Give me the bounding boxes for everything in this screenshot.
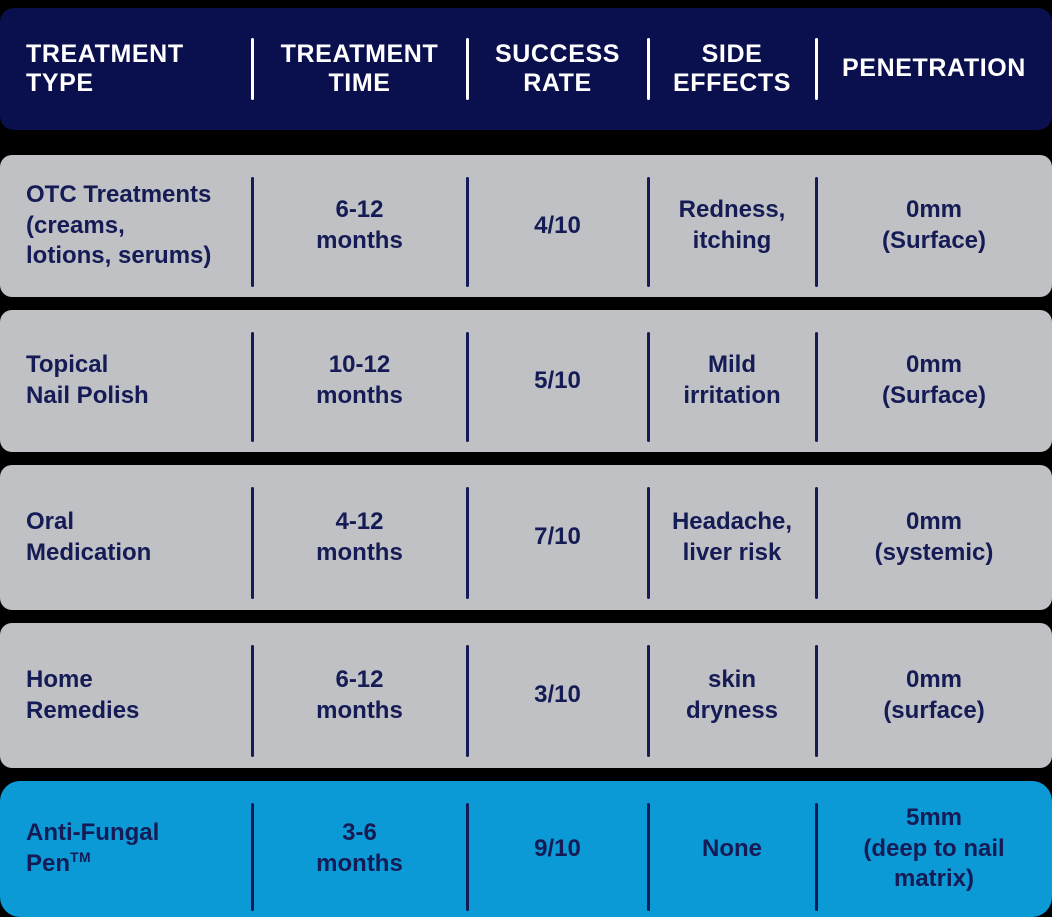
column-header-treatment-type: TREATMENT TYPE (0, 8, 252, 130)
column-header-treatment-time: TREATMENT TIME (252, 8, 467, 130)
row-divider-3 (647, 177, 650, 287)
cell-penetration-text: 5mm (deep to nail matrix) (863, 803, 1005, 893)
cell-success-rate-text: 5/10 (534, 366, 581, 394)
cell-treatment-time-text: 4-12 months (316, 507, 403, 566)
table-row[interactable]: Topical Nail Polish 10-12 months 5/10 Mi… (0, 310, 1052, 452)
cell-side-effects-text: None (702, 834, 762, 862)
cell-success-rate-text: 7/10 (534, 523, 581, 551)
header-divider-3 (647, 38, 650, 100)
cell-penetration-text: 0mm (systemic) (874, 507, 994, 566)
cell-penetration-text: 0mm (Surface) (881, 196, 987, 254)
row-divider-2 (466, 177, 469, 287)
cell-treatment-time: 6-12 months (252, 155, 467, 297)
cell-treatment-type: Topical Nail Polish (0, 310, 252, 452)
header-divider-2 (466, 38, 469, 100)
header-divider-1 (251, 38, 254, 100)
cell-treatment-type-text: OTC Treatments (creams, lotions, serums) (26, 180, 212, 270)
cell-success-rate: 5/10 (467, 310, 648, 452)
cell-treatment-time-text: 6-12 months (316, 196, 403, 254)
row-divider-4 (815, 803, 818, 911)
column-header-penetration-label: PENETRATION (842, 54, 1026, 83)
cell-treatment-time: 6-12 months (252, 623, 467, 768)
cell-penetration: 0mm (Surface) (816, 310, 1052, 452)
cell-side-effects: skin dryness (648, 623, 816, 768)
cell-treatment-type: Home Remedies (0, 623, 252, 768)
row-divider-3 (647, 645, 650, 757)
cell-success-rate: 9/10 (467, 781, 648, 917)
cell-penetration: 0mm (systemic) (816, 465, 1052, 610)
cell-success-rate: 4/10 (467, 155, 648, 297)
cell-success-rate-text: 9/10 (534, 834, 581, 862)
cell-treatment-type: Oral Medication (0, 465, 252, 610)
cell-treatment-type: OTC Treatments (creams, lotions, serums) (0, 155, 252, 297)
row-divider-3 (647, 487, 650, 599)
cell-penetration-text: 0mm (Surface) (881, 351, 987, 409)
row-divider-2 (466, 803, 469, 911)
row-divider-1 (251, 177, 254, 287)
cell-side-effects: Mild irritation (648, 310, 816, 452)
row-divider-3 (647, 803, 650, 911)
column-header-penetration: PENETRATION (816, 8, 1052, 130)
cell-success-rate-text: 3/10 (534, 681, 581, 709)
cell-side-effects-text: Redness, itching (678, 196, 786, 254)
column-header-side-effects-label: SIDE EFFECTS (672, 39, 792, 98)
row-divider-2 (466, 487, 469, 599)
row-divider-2 (466, 332, 469, 442)
cell-side-effects-text: skin dryness (685, 665, 779, 724)
cell-treatment-time: 4-12 months (252, 465, 467, 610)
cell-treatment-time-text: 10-12 months (316, 351, 403, 409)
cell-success-rate: 7/10 (467, 465, 648, 610)
row-divider-2 (466, 645, 469, 757)
table-row[interactable]: Oral Medication 4-12 months 7/10 Headach… (0, 465, 1052, 610)
row-divider-1 (251, 803, 254, 911)
column-header-success-rate-label: SUCCESS RATE (494, 39, 621, 98)
row-divider-1 (251, 645, 254, 757)
cell-treatment-time: 3-6 months (252, 781, 467, 917)
header-divider-4 (815, 38, 818, 100)
trademark-symbol: TM (70, 849, 92, 865)
cell-treatment-type-text: Oral Medication (26, 507, 152, 566)
column-header-success-rate: SUCCESS RATE (467, 8, 648, 130)
cell-side-effects: Redness, itching (648, 155, 816, 297)
cell-treatment-type-text: Anti-Fungal PenTM (26, 818, 159, 879)
table-header-row: TREATMENT TYPE TREATMENT TIME SUCCESS RA… (0, 8, 1052, 130)
cell-side-effects: Headache, liver risk (648, 465, 816, 610)
cell-penetration: 0mm (surface) (816, 623, 1052, 768)
cell-treatment-time: 10-12 months (252, 310, 467, 452)
row-divider-1 (251, 487, 254, 599)
row-divider-4 (815, 645, 818, 757)
product-name: Anti-Fungal Pen (26, 819, 160, 877)
table-row[interactable]: OTC Treatments (creams, lotions, serums)… (0, 155, 1052, 297)
cell-treatment-time-text: 6-12 months (316, 665, 403, 724)
cell-success-rate: 3/10 (467, 623, 648, 768)
cell-success-rate-text: 4/10 (534, 211, 581, 239)
row-divider-4 (815, 487, 818, 599)
row-divider-4 (815, 177, 818, 287)
cell-penetration-text: 0mm (surface) (883, 665, 985, 724)
cell-treatment-type-text: Home Remedies (26, 665, 140, 724)
cell-penetration: 0mm (Surface) (816, 155, 1052, 297)
table-row-highlighted[interactable]: Anti-Fungal PenTM 3-6 months 9/10 None 5… (0, 781, 1052, 917)
table-row[interactable]: Home Remedies 6-12 months 3/10 skin dryn… (0, 623, 1052, 768)
row-divider-1 (251, 332, 254, 442)
cell-treatment-type: Anti-Fungal PenTM (0, 781, 252, 917)
cell-side-effects: None (648, 781, 816, 917)
cell-side-effects-text: Mild irritation (683, 351, 781, 409)
row-divider-4 (815, 332, 818, 442)
cell-treatment-time-text: 3-6 months (316, 819, 403, 877)
cell-treatment-type-text: Topical Nail Polish (26, 351, 149, 409)
row-divider-3 (647, 332, 650, 442)
column-header-treatment-time-label: TREATMENT TIME (280, 39, 439, 98)
column-header-treatment-type-label: TREATMENT TYPE (26, 39, 184, 98)
cell-side-effects-text: Headache, liver risk (671, 507, 793, 566)
cell-penetration: 5mm (deep to nail matrix) (816, 781, 1052, 917)
column-header-side-effects: SIDE EFFECTS (648, 8, 816, 130)
